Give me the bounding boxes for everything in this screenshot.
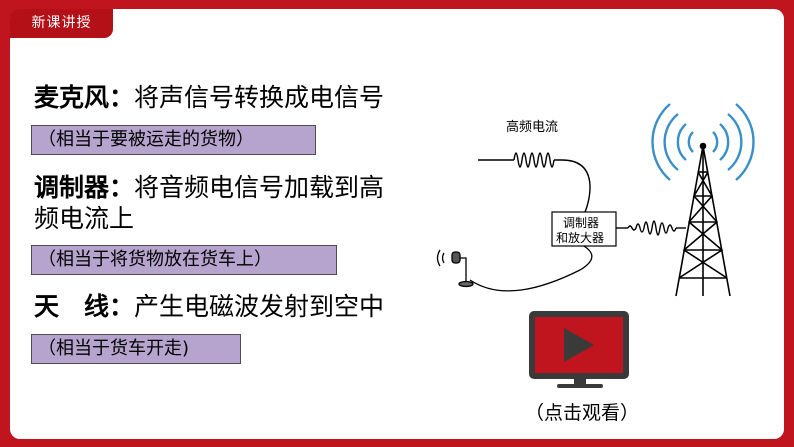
item-antenna: 天 线：产生电磁波发射到空中 [34,291,384,323]
desc-modulator: 将音频电信号加载到高 [134,173,385,202]
analogy-box-antenna: （相当于货车开走) [31,334,241,364]
term-antenna: 天 线： [34,292,135,321]
analogy-box-microphone: （相当于要被运走的货物） [31,125,316,155]
item-microphone: 麦克风：将声信号转换成电信号 [34,82,384,114]
term-microphone: 麦克风： [34,83,135,112]
term-modulator: 调制器： [34,173,135,202]
play-monitor-icon[interactable] [529,311,629,388]
desc-antenna: 产生电磁波发射到空中 [134,292,385,321]
modulator-label-1: 调制器 [563,216,599,230]
item-modulator: 调制器：将音频电信号加载到高 [34,172,384,204]
modulator-box [551,211,617,247]
play-video-caption[interactable]: （点击观看） [524,402,639,424]
section-tag: 新课讲授 [10,9,113,38]
desc-microphone: 将声信号转换成电信号 [134,83,385,112]
analogy-box-modulator: （相当于将货物放在货车上） [31,245,337,275]
microphone-icon [436,245,593,292]
modulator-label-2: 和放大器 [556,230,604,245]
desc-modulator-cont: 频电流上 [34,204,135,233]
signal-waves-icon [651,103,755,181]
modulated-wave-icon [616,220,686,236]
hf-wave-icon [478,152,591,213]
antenna-tower-icon [675,142,731,297]
hf-current-label: 高频电流 [506,119,558,135]
